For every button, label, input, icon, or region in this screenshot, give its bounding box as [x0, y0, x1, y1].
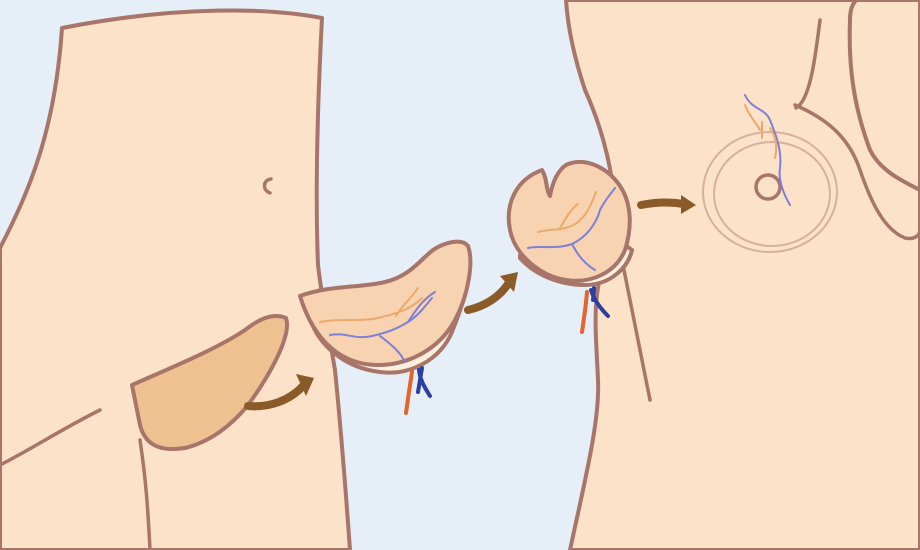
recipient-chest: [566, 0, 920, 550]
chest-body: [566, 0, 920, 550]
nipple: [756, 175, 780, 199]
